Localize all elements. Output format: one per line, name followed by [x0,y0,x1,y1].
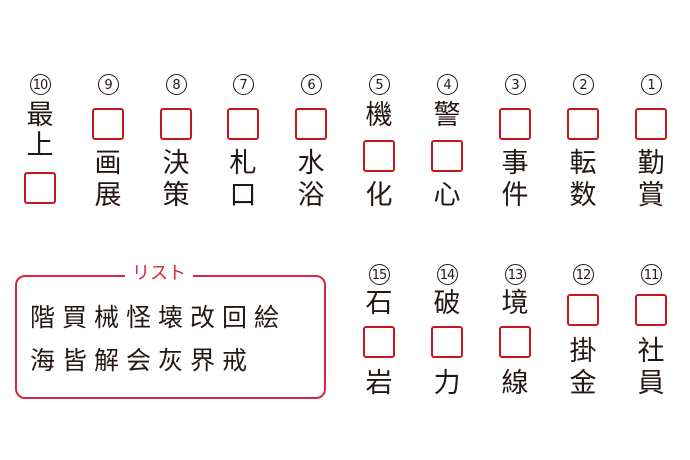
kanji: 心 [433,180,461,211]
question-number: 12 [549,262,617,285]
kanji: 勤 [637,148,665,179]
kanji: 機 [365,100,393,131]
kanji: 化 [365,180,393,211]
question-number: 4 [413,72,481,95]
kanji: 画 [94,148,122,179]
answer-box[interactable] [499,108,531,140]
answer-box[interactable] [431,140,463,172]
kanji: 金 [569,368,597,399]
answer-box[interactable] [227,108,259,140]
kanji: 石 [365,288,393,319]
kanji: 件 [501,180,529,211]
kanji: 展 [94,180,122,211]
kanji: 口 [229,180,257,211]
kanji: 浴 [297,180,325,211]
question-number: 3 [481,72,549,95]
question-number: 2 [549,72,617,95]
answer-box[interactable] [635,294,667,326]
kanji: 力 [433,368,461,399]
question-number: 15 [345,262,413,285]
kanji: 賞 [637,180,665,211]
word-list-title: リスト [125,262,193,286]
answer-box[interactable] [635,108,667,140]
kanji: 水 [297,148,325,179]
answer-box[interactable] [499,326,531,358]
kanji: 最 [26,100,54,131]
kanji: 警 [433,100,461,131]
answer-box[interactable] [567,108,599,140]
answer-box[interactable] [92,108,124,140]
question-number: 7 [209,72,277,95]
question-number: 11 [617,262,685,285]
kanji: 決 [162,148,190,179]
answer-box[interactable] [567,294,599,326]
answer-box[interactable] [363,326,395,358]
word-list-line-2: 海皆解会灰界戒 [30,346,255,375]
kanji: 数 [569,180,597,211]
word-list-line-1: 階買械怪壊改回絵 [30,303,287,332]
kanji: 上 [26,130,54,161]
question-number: 6 [277,72,345,95]
answer-box[interactable] [431,326,463,358]
question-number: 10 [6,72,74,95]
question-number: 14 [413,262,481,285]
answer-box[interactable] [295,108,327,140]
answer-box[interactable] [363,140,395,172]
kanji: 境 [501,288,529,319]
kanji: 線 [501,368,529,399]
kanji: 事 [501,148,529,179]
kanji: 転 [569,148,597,179]
kanji: 策 [162,180,190,211]
question-number: 1 [617,72,685,95]
kanji: 札 [229,148,257,179]
question-number: 9 [74,72,142,95]
kanji: 破 [433,288,461,319]
kanji: 掛 [569,336,597,367]
kanji: 社 [637,336,665,367]
question-number: 5 [345,72,413,95]
question-number: 13 [481,262,549,285]
answer-box[interactable] [160,108,192,140]
kanji: 員 [637,368,665,399]
answer-box[interactable] [24,172,56,204]
kanji: 岩 [365,368,393,399]
word-list-box [15,275,326,399]
question-number: 8 [142,72,210,95]
